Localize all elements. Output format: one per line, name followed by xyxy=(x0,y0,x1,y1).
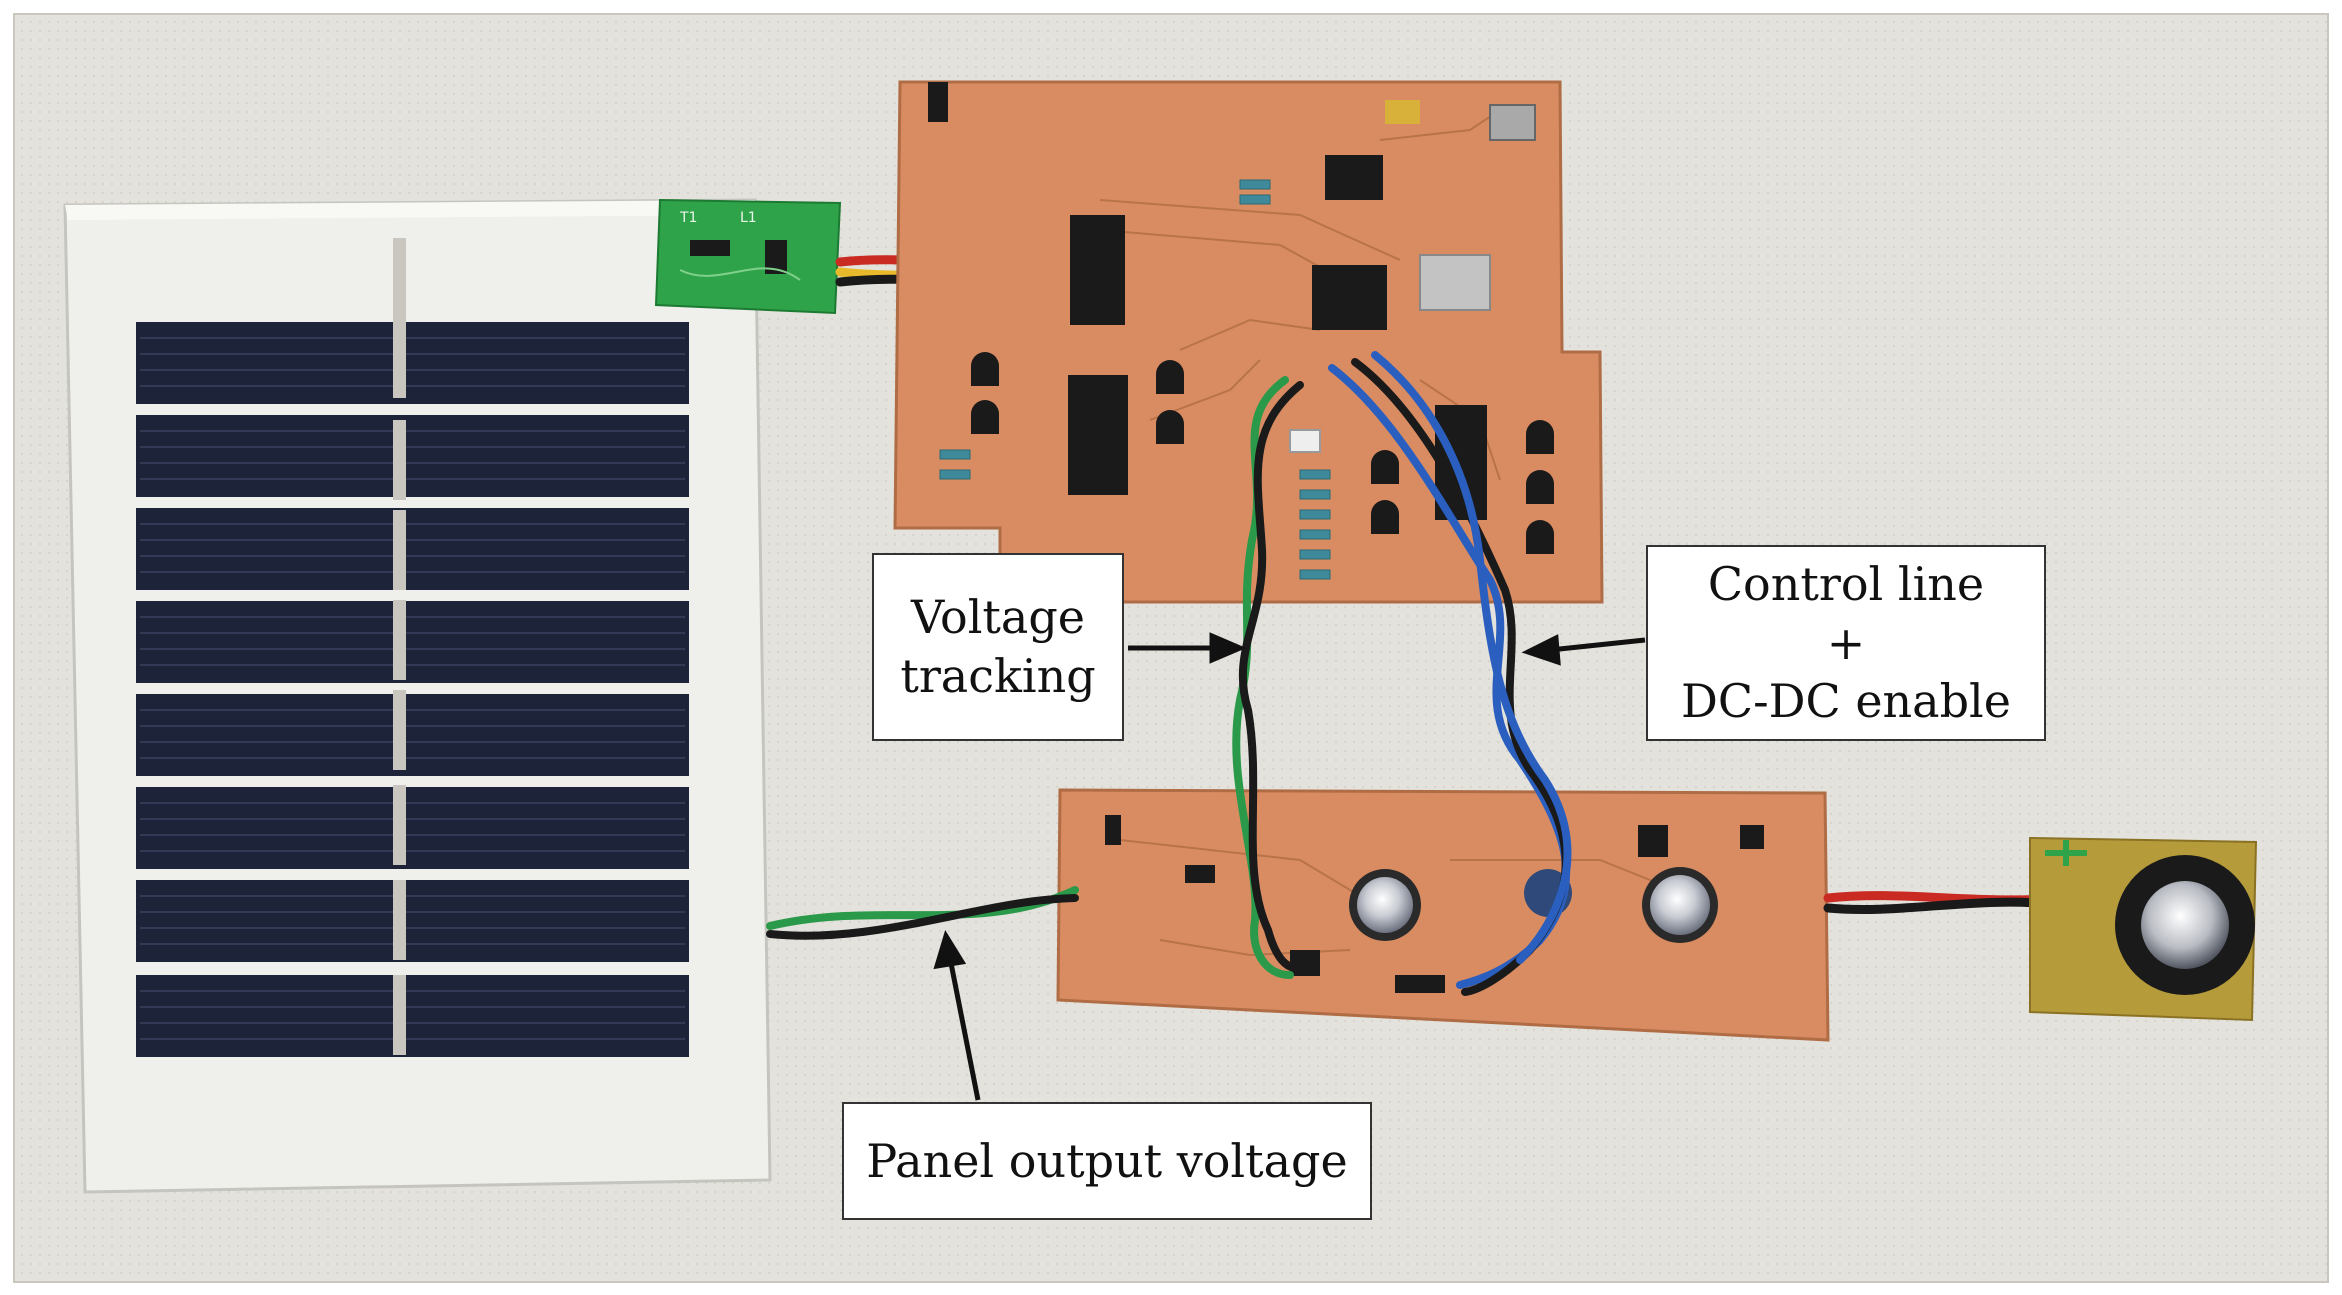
label-control-line-line-3: DC-DC enable xyxy=(1681,674,2011,729)
sensor-marking-l1: L1 xyxy=(740,210,757,226)
sensor-marking-t1: T1 xyxy=(679,210,697,226)
supercapacitor-board xyxy=(2029,836,2258,1022)
label-voltage-tracking-line-2: tracking xyxy=(900,649,1096,703)
solar-cell-4 xyxy=(136,601,689,683)
solar-cell-3 xyxy=(136,508,689,590)
solar-cell-2 xyxy=(136,415,689,497)
arrow-panel-output xyxy=(947,957,981,1101)
panel-output-cable xyxy=(766,886,1079,940)
label-control-line-line-2: + xyxy=(1826,615,1866,670)
label-panel-output-voltage-text: Panel output voltage xyxy=(866,1133,1348,1188)
annotation-arrows xyxy=(933,632,1646,1101)
solar-cell-1 xyxy=(136,322,689,404)
voltage-tracking-cable xyxy=(1232,376,1304,979)
label-control-line: Control line + DC-DC enable xyxy=(1646,545,2046,741)
solar-panel xyxy=(63,198,772,1194)
label-panel-output-voltage: Panel output voltage xyxy=(842,1102,1372,1220)
converter-board xyxy=(1056,788,1830,1042)
solar-cell-6 xyxy=(136,787,689,869)
label-voltage-tracking: Voltage tracking xyxy=(872,553,1124,741)
label-control-line-line-1: Control line xyxy=(1707,556,1985,611)
sensor-board: T1 L1 xyxy=(654,198,842,315)
control-board xyxy=(893,80,1604,604)
solar-cell-7 xyxy=(136,880,689,962)
solar-cell-5 xyxy=(136,694,689,776)
solar-cell-8 xyxy=(136,975,689,1057)
arrow-control-line xyxy=(1549,637,1646,653)
label-voltage-tracking-line-1: Voltage xyxy=(911,590,1085,645)
control-line-cable xyxy=(1328,351,1572,996)
